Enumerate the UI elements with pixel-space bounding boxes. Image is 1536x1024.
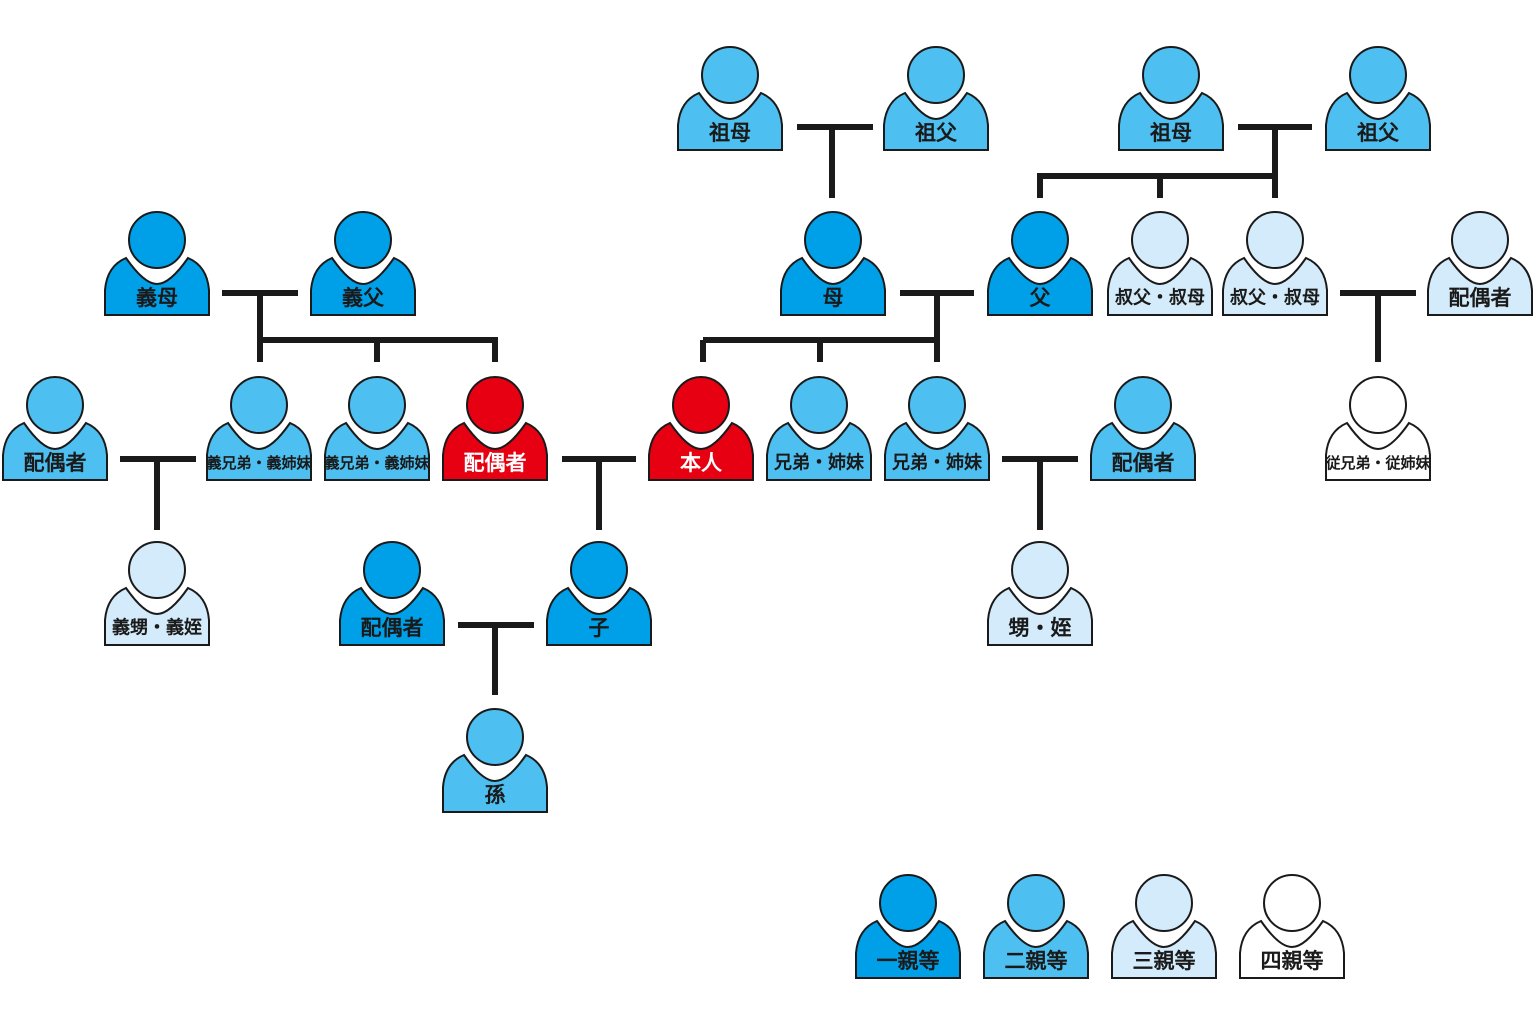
person-nephew: 甥・姪 bbox=[987, 541, 1093, 646]
person-uncle-spouse: 配偶者 bbox=[1427, 211, 1533, 316]
person-father: 父 bbox=[987, 211, 1093, 316]
person-sib2: 兄弟・姉妹 bbox=[884, 376, 990, 481]
person-label: 義兄弟・義姉妹 bbox=[324, 454, 430, 472]
person-label: 祖父 bbox=[1356, 121, 1400, 145]
person-spouse: 配偶者 bbox=[442, 376, 548, 481]
person-fil: 義父 bbox=[310, 211, 416, 316]
person-label: 叔父・叔母 bbox=[1230, 288, 1320, 309]
person-sib-spouse: 配偶者 bbox=[1090, 376, 1196, 481]
legend-item-degree4: 四親等 bbox=[1239, 874, 1345, 979]
person-label: 叔父・叔母 bbox=[1115, 288, 1205, 309]
person-label: 祖母 bbox=[1149, 121, 1192, 145]
person-mil: 義母 bbox=[104, 211, 210, 316]
relationship-connectors bbox=[120, 124, 1416, 695]
person-label: 本人 bbox=[680, 451, 722, 475]
person-gf-m: 祖父 bbox=[883, 46, 989, 151]
person-label: 従兄弟・従姉妹 bbox=[1324, 454, 1431, 472]
person-sil-spouse: 配偶者 bbox=[2, 376, 108, 481]
person-gm-p: 祖母 bbox=[1118, 46, 1224, 151]
person-self: 本人 bbox=[648, 376, 754, 481]
person-label: 義母 bbox=[136, 286, 178, 310]
person-label: 配偶者 bbox=[24, 451, 87, 475]
legend: 一親等 二親等 三親等 四親等 bbox=[855, 874, 1345, 979]
person-mother: 母 bbox=[780, 211, 886, 316]
person-label: 子 bbox=[589, 616, 610, 640]
person-grandchild: 孫 bbox=[442, 708, 548, 813]
person-sil1: 義兄弟・義姉妹 bbox=[206, 376, 312, 481]
person-label: 一親等 bbox=[877, 949, 940, 973]
person-uncle2: 叔父・叔母 bbox=[1222, 211, 1328, 316]
person-label: 祖母 bbox=[708, 121, 751, 145]
person-child: 子 bbox=[546, 541, 652, 646]
person-sib1: 兄弟・姉妹 bbox=[766, 376, 872, 481]
person-label: 父 bbox=[1030, 286, 1052, 310]
person-sil2: 義兄弟・義姉妹 bbox=[324, 376, 430, 481]
person-label: 祖父 bbox=[914, 121, 958, 145]
person-label: 配偶者 bbox=[361, 616, 424, 640]
person-label: 兄弟・姉妹 bbox=[891, 452, 983, 474]
person-gm-m: 祖母 bbox=[677, 46, 783, 151]
person-label: 孫 bbox=[485, 783, 506, 807]
person-uncle1: 叔父・叔母 bbox=[1107, 211, 1213, 316]
person-label: 四親等 bbox=[1261, 949, 1324, 973]
person-label: 配偶者 bbox=[464, 451, 527, 475]
person-label: 義甥・義姪 bbox=[112, 617, 202, 639]
person-label: 義父 bbox=[342, 286, 385, 310]
person-label: 配偶者 bbox=[1449, 286, 1512, 310]
person-gf-p: 祖父 bbox=[1325, 46, 1431, 151]
person-child-spouse: 配偶者 bbox=[339, 541, 445, 646]
person-cousin: 従兄弟・従姉妹 bbox=[1324, 376, 1431, 481]
person-label: 母 bbox=[823, 286, 844, 310]
person-label: 義兄弟・義姉妹 bbox=[206, 454, 312, 472]
person-in-nephew: 義甥・義姪 bbox=[104, 541, 210, 646]
legend-item-degree2: 二親等 bbox=[983, 874, 1089, 979]
person-label: 三親等 bbox=[1133, 949, 1196, 973]
legend-item-degree1: 一親等 bbox=[855, 874, 961, 979]
person-label: 兄弟・姉妹 bbox=[773, 452, 865, 474]
person-label: 二親等 bbox=[1005, 949, 1068, 973]
person-label: 甥・姪 bbox=[1009, 616, 1072, 640]
person-label: 配偶者 bbox=[1112, 451, 1175, 475]
legend-item-degree3: 三親等 bbox=[1111, 874, 1217, 979]
people: 祖母祖父祖母祖父義母義父母父叔父・叔母叔父・叔母配偶者配偶者義兄弟・義姉妹義兄弟… bbox=[2, 46, 1533, 813]
